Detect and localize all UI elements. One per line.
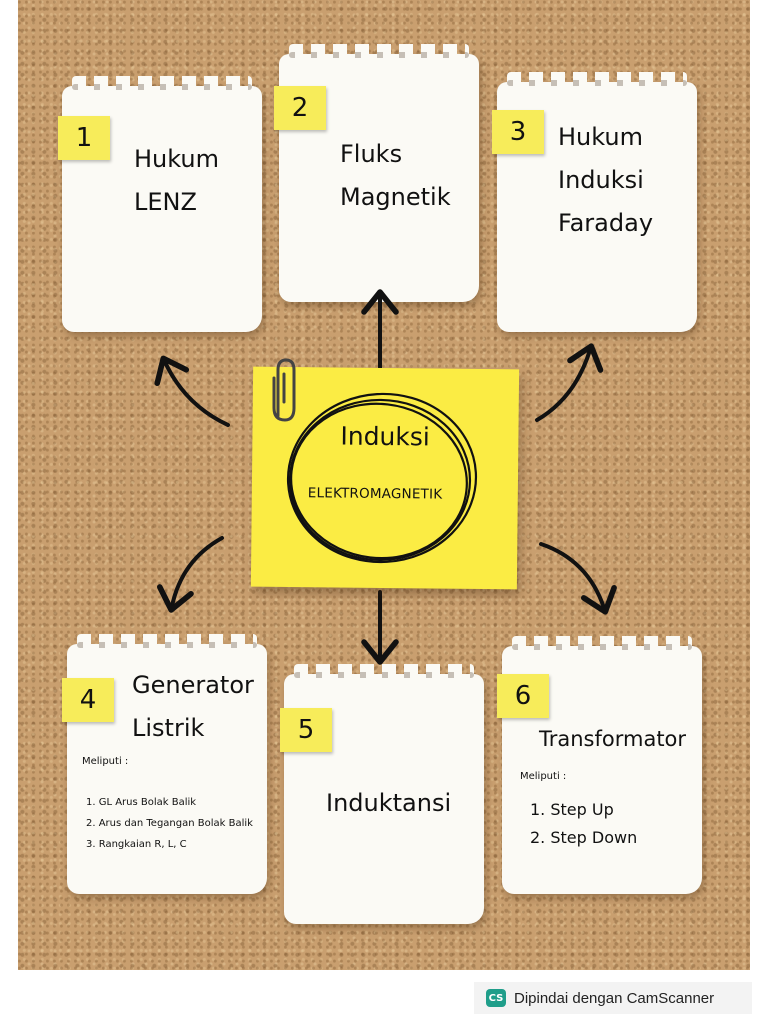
note-number-tag: 6 [497,674,549,718]
arrow-to-note-1 [154,355,230,427]
list-item: 1. GL Arus Bolak Balik [86,797,197,808]
camscanner-logo: CS [486,989,506,1007]
list-item: 2. Step Down [530,828,638,847]
arrow-to-note-6 [539,542,617,615]
list-item: 3. Rangkaian R, L, C [86,839,187,850]
list-item: 1. Step Up [530,800,614,819]
note-number-tag: 4 [62,678,114,722]
arrow-to-note-3 [535,343,604,422]
note-title: Fluks Magnetik [340,140,451,211]
note-title: Induktansi [326,789,452,817]
torn-edge [512,636,692,658]
note-number-tag: 1 [58,116,110,160]
torn-edge [294,664,474,686]
note-title: Transformator [539,727,687,751]
center-subtitle: ELEKTROMAGNETIK [307,485,443,503]
torn-edge [507,72,687,94]
note-title: Hukum LENZ [134,145,220,216]
paper-clip-icon [272,358,296,422]
note-number-tag: 3 [492,110,544,154]
central-sticky-note: Induksi ELEKTROMAGNETIK [250,366,520,590]
hand-drawn-circle [286,392,478,564]
note-title: Hukum Induksi Faraday [558,123,654,237]
note-number-tag: 5 [280,708,332,752]
note-list: 1. GL Arus Bolak Balik 2. Arus dan Tegan… [86,792,253,855]
scanner-watermark: CS Dipindai dengan CamScanner [474,982,752,1014]
watermark-text: Dipindai dengan CamScanner [514,989,715,1007]
arrow-to-note-4 [156,536,224,613]
note-title: Generator Listrik [132,671,254,742]
torn-edge [72,76,252,98]
center-title: Induksi [340,421,430,452]
note-subtitle: Meliputi : [82,756,129,767]
list-item: 2. Arus dan Tegangan Bolak Balik [86,818,253,829]
note-list: 1. Step Up 2. Step Down [530,796,637,852]
note-subtitle: Meliputi : [520,771,567,782]
torn-edge [77,634,257,656]
torn-edge [289,44,469,66]
note-number-tag: 2 [274,86,326,130]
